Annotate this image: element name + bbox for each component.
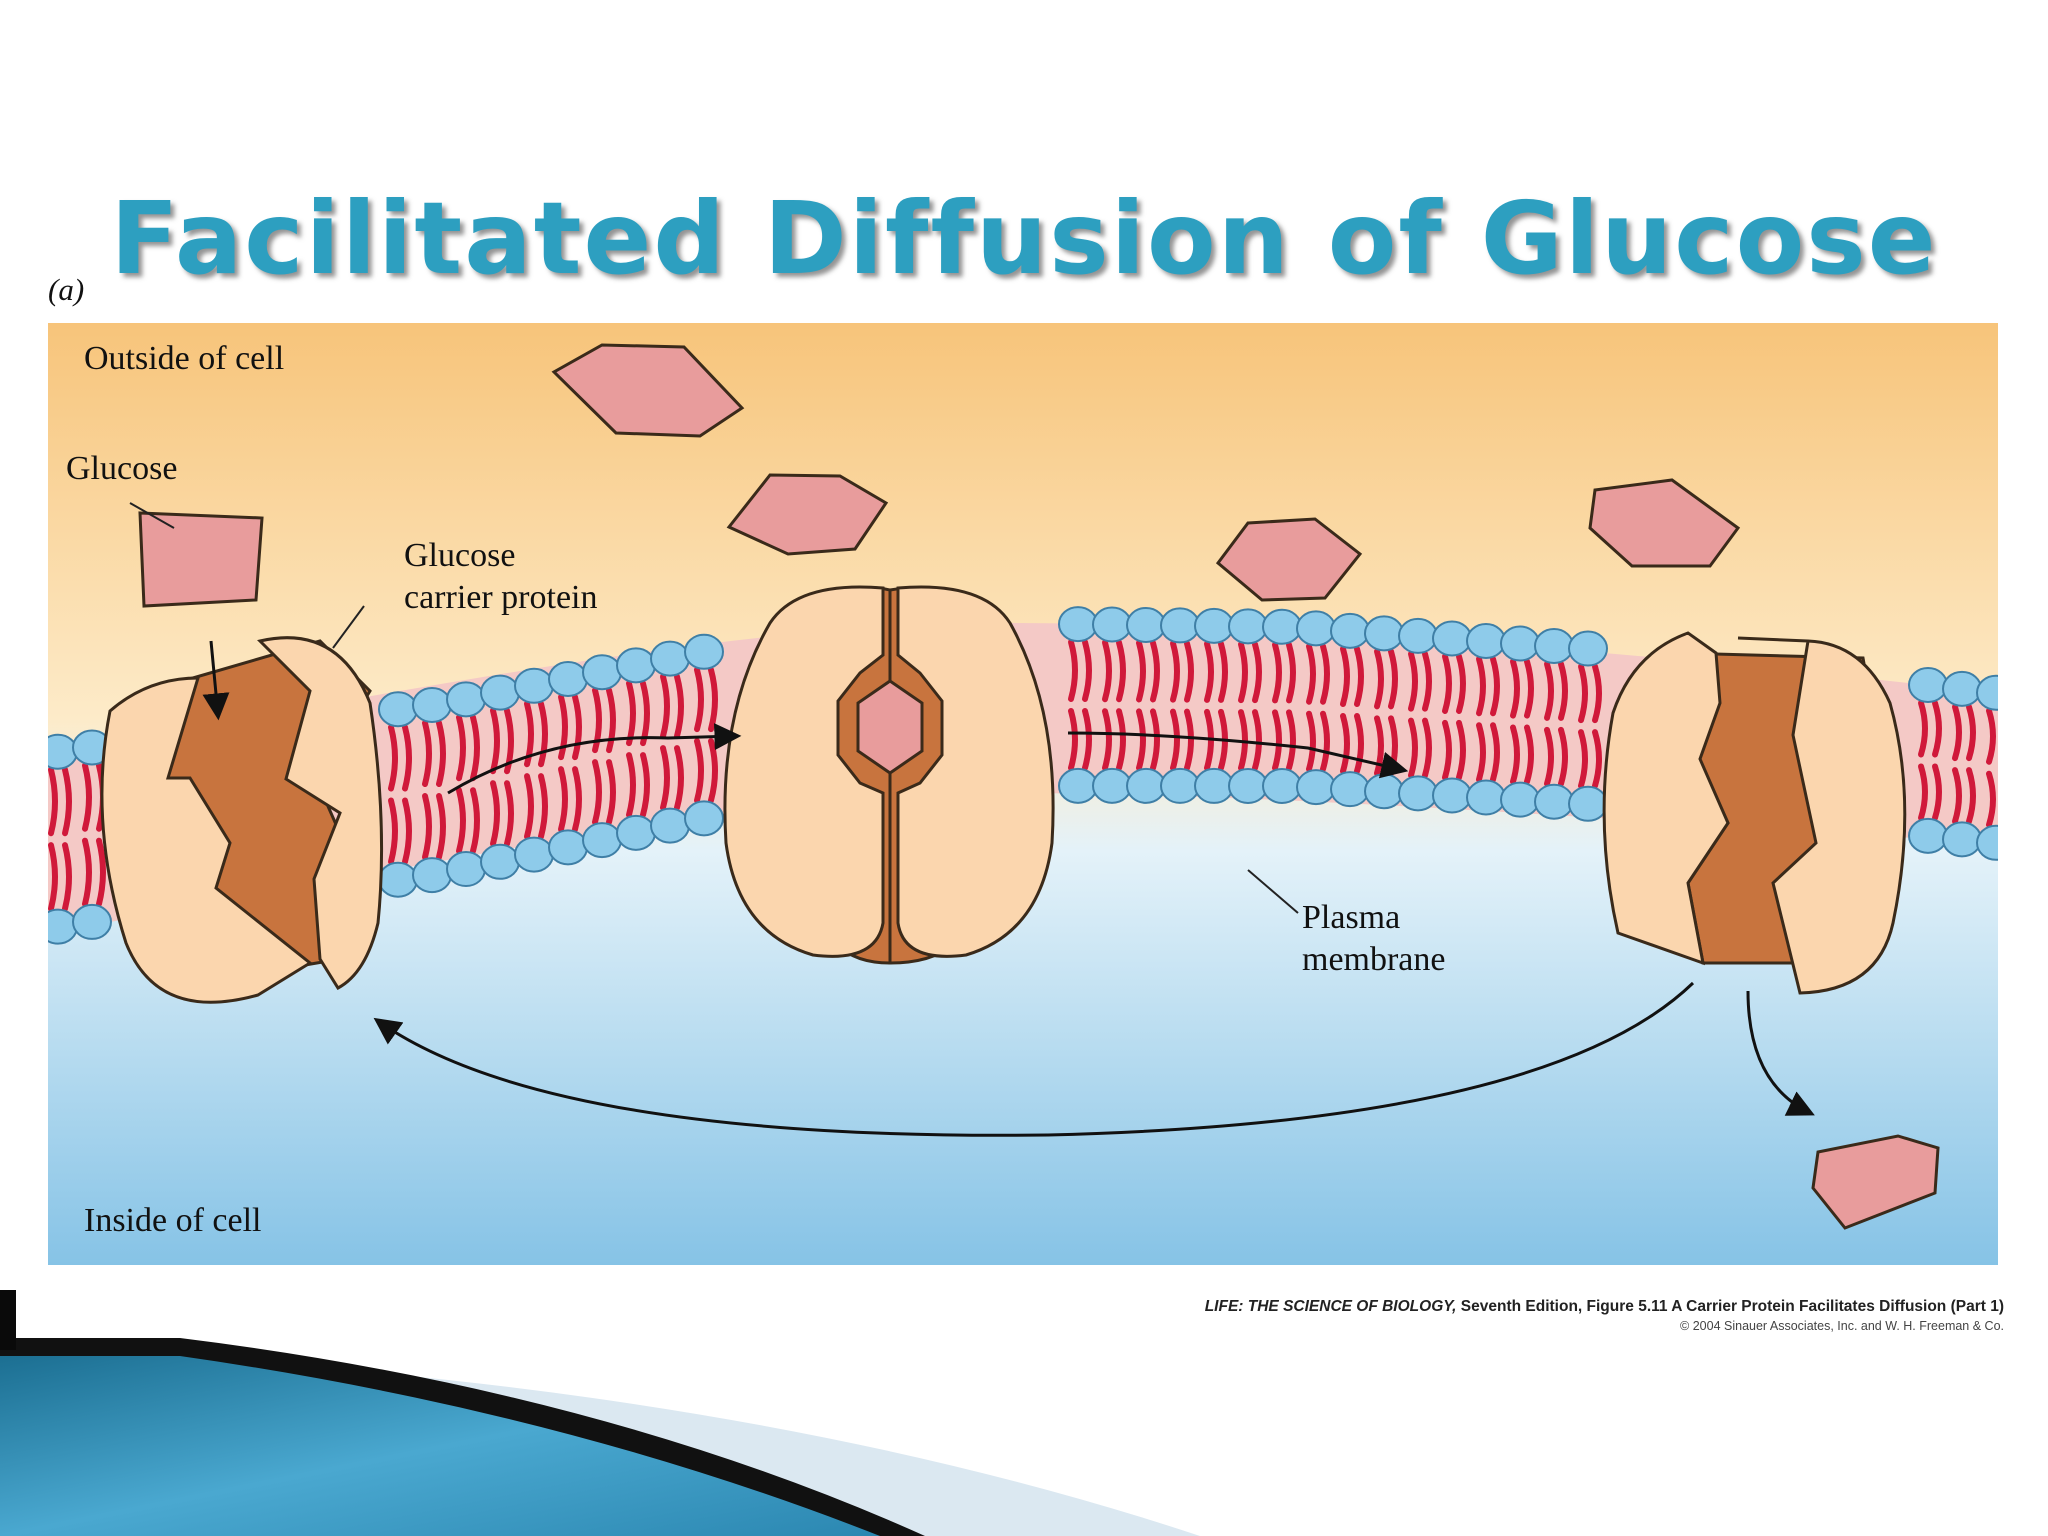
lipid-head (1093, 769, 1131, 803)
lipid-head (651, 809, 689, 843)
lipid-head (379, 863, 417, 897)
lipid-head (1195, 769, 1233, 803)
lipid-head (1909, 668, 1947, 702)
glucose-label: Glucose (66, 450, 177, 487)
lipid-head (1127, 769, 1165, 803)
carrier-protein-open-outside (102, 638, 382, 1003)
lipid-head (685, 635, 723, 669)
plasma-membrane-label-line1: Plasma (1302, 899, 1400, 936)
lipid-head (1467, 624, 1505, 658)
lipid-head (1297, 611, 1335, 645)
glucose-molecule (140, 513, 262, 606)
carrier-protein-open-inside (1604, 633, 1905, 993)
lipid-head (379, 692, 417, 726)
lipid-head (1365, 616, 1403, 650)
lipid-head (583, 823, 621, 857)
lipid-head (1535, 785, 1573, 819)
lipid-head (1161, 608, 1199, 642)
lipid-head (1569, 632, 1607, 666)
panel-label: (a) (48, 272, 84, 308)
lipid-head (651, 642, 689, 676)
lipid-head (1909, 819, 1947, 853)
footer-dark-corner (0, 1290, 16, 1350)
lipid-head (1399, 619, 1437, 653)
lipid-head (685, 801, 723, 835)
lipid-head (447, 852, 485, 886)
lipid-head (1569, 787, 1607, 821)
lipid-head (583, 655, 621, 689)
lipid-head (1059, 607, 1097, 641)
footer-decoration (0, 1290, 2048, 1536)
lipid-head (1331, 772, 1369, 806)
lipid-head (1161, 769, 1199, 803)
lipid-head (1433, 778, 1471, 812)
lipid-head (1263, 610, 1301, 644)
carrier-protein-bound (725, 587, 1053, 963)
lipid-head (1263, 769, 1301, 803)
lipid-head (549, 662, 587, 696)
lipid-head (481, 845, 519, 879)
lipid-head (1943, 672, 1981, 706)
lipid-head (617, 648, 655, 682)
lipid-head (617, 816, 655, 850)
lipid-head (1467, 781, 1505, 815)
lipid-head (1365, 774, 1403, 808)
lipid-head (1195, 609, 1233, 643)
lipid-head (1059, 769, 1097, 803)
lipid-head (1501, 626, 1539, 660)
lipid-head (549, 830, 587, 864)
slide-title: Facilitated Diffusion of Glucose (0, 180, 2048, 297)
lipid-head (1943, 822, 1981, 856)
lipid-head (1331, 614, 1369, 648)
plasma-membrane-label-line2: membrane (1302, 941, 1446, 978)
inside-of-cell-label: Inside of cell (84, 1202, 262, 1239)
lipid-head (1093, 608, 1131, 642)
lipid-head (1399, 776, 1437, 810)
outside-of-cell-label: Outside of cell (84, 340, 284, 377)
bound-glucose-molecule (858, 681, 922, 773)
lipid-head (1229, 769, 1267, 803)
lipid-head (413, 688, 451, 722)
lipid-head (1535, 629, 1573, 663)
lipid-head (1127, 608, 1165, 642)
facilitated-diffusion-diagram: Outside of cell Glucose Glucose carrier … (48, 323, 1998, 1265)
lipid-head (447, 682, 485, 716)
lipid-head (1433, 621, 1471, 655)
lipid-head (515, 669, 553, 703)
lipid-head (515, 838, 553, 872)
carrier-protein-label-line2: carrier protein (404, 579, 598, 616)
lipid-head (73, 905, 111, 939)
lipid-head (413, 858, 451, 892)
lipid-head (1229, 609, 1267, 643)
lipid-head (1501, 783, 1539, 817)
carrier-protein-label-line1: Glucose (404, 537, 515, 574)
lipid-head (481, 676, 519, 710)
lipid-head (1297, 770, 1335, 804)
